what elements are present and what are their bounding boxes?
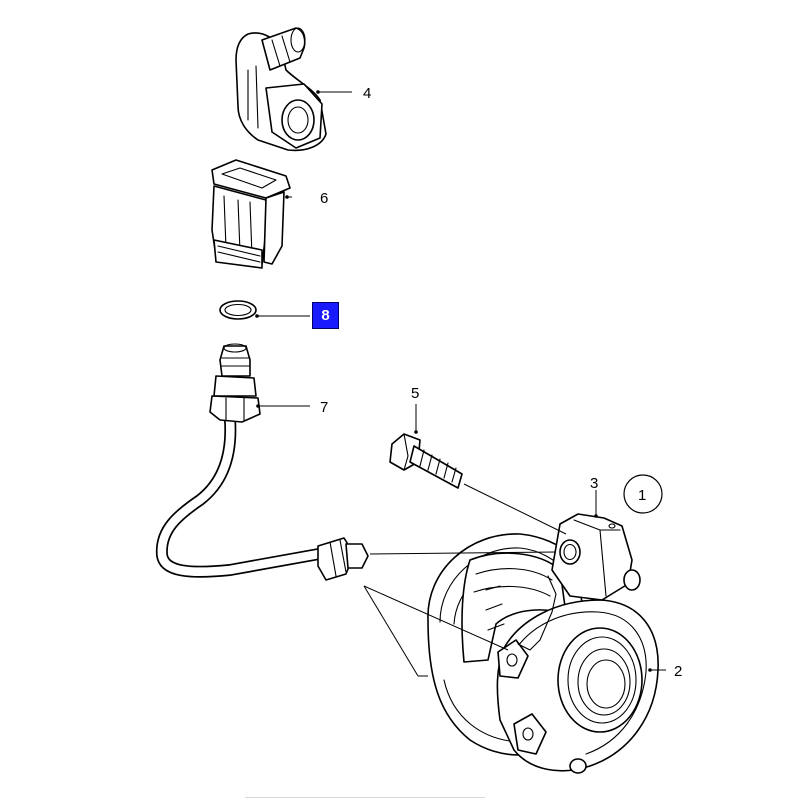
part-o-ring xyxy=(219,300,257,320)
callout-3: 3 xyxy=(590,475,598,492)
callout-6: 6 xyxy=(320,190,328,207)
callout-8-highlighted[interactable]: 8 xyxy=(312,302,339,329)
assembly-reference-circle: 1 xyxy=(623,474,663,514)
bottom-divider xyxy=(245,797,485,798)
part-elbow-connector xyxy=(235,27,327,152)
callout-7: 7 xyxy=(320,399,328,416)
callout-1: 1 xyxy=(638,487,646,504)
callout-4: 4 xyxy=(363,85,371,102)
callout-5: 5 xyxy=(411,385,419,402)
part-slave-cylinder xyxy=(427,513,659,774)
assembly-lines xyxy=(363,483,567,677)
part-pipe-assembly xyxy=(155,343,369,581)
callout-leaders xyxy=(255,90,666,672)
part-retaining-clip xyxy=(211,159,291,269)
callout-2: 2 xyxy=(674,663,682,680)
part-bolt xyxy=(389,433,463,489)
